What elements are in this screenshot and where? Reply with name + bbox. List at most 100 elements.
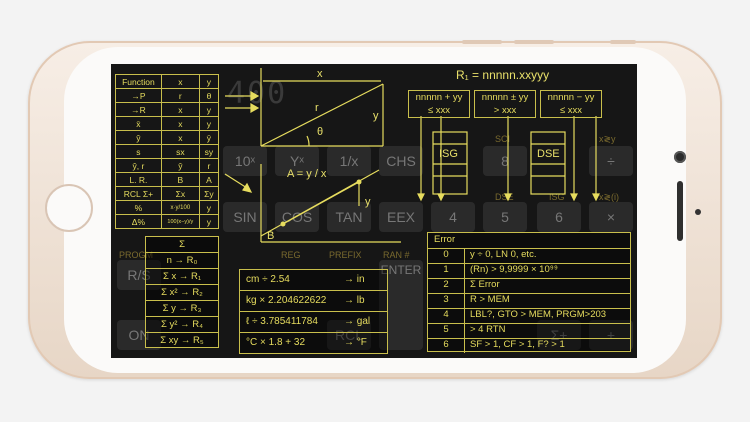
loop-box-line: ≤ xxx [427, 105, 451, 116]
key-label: SCI [495, 134, 511, 144]
conversion-row: ℓ ÷ 3.785411784 → gal [240, 312, 387, 333]
key-label: PROGM [119, 250, 154, 260]
error-row: 5 > 4 RTN [428, 323, 630, 339]
error-header-row: Error [428, 233, 630, 249]
key-5[interactable]: 5 [483, 202, 527, 232]
key-label: ISG [549, 192, 565, 202]
error-code: 4 [428, 308, 465, 323]
polar-r-label: r [315, 102, 319, 114]
regression-y-label: y [365, 196, 371, 208]
polar-y-label: y [373, 110, 379, 122]
overlay-diagrams [224, 68, 600, 243]
home-button[interactable] [45, 184, 93, 232]
error-code: 6 [428, 338, 465, 353]
key-label: x≷y [599, 134, 616, 144]
dse-label: DSE [537, 148, 560, 160]
conversion-from: ℓ ÷ 3.785411784 [246, 316, 318, 327]
conversion-to: → lb [344, 295, 365, 306]
polar-theta-label: θ [317, 126, 324, 138]
error-desc: > 4 RTN [470, 324, 506, 335]
key-10x[interactable]: 10ˣ [223, 146, 267, 176]
proximity-sensor [695, 209, 701, 215]
conversion-row: °C × 1.8 + 32 → °F [240, 333, 387, 353]
key-chs[interactable]: CHS [379, 146, 423, 176]
key-plus[interactable]: + [589, 320, 633, 350]
loop-box-line: nnnnn + yy [415, 92, 463, 103]
register-title: R₁ = nnnnn.xxyyy [456, 68, 550, 82]
loop-box-line: nnnnn − yy [547, 92, 595, 103]
key-reciprocal[interactable]: 1/x [327, 146, 371, 176]
error-table: Error 0 y ÷ 0, LN 0, etc. 1 (Rn) > 9,9999 … [427, 232, 631, 353]
key-enter[interactable]: ENTER [379, 260, 423, 350]
sigma-row: n → R₀ [146, 253, 218, 269]
error-row: 2 Σ Error [428, 278, 630, 294]
error-desc: R > MEM [470, 294, 510, 305]
error-code: 1 [428, 263, 465, 278]
error-desc: Σ Error [470, 279, 500, 290]
key-tan[interactable]: TAN [327, 202, 371, 232]
key-label: PREFIX [329, 250, 362, 260]
error-row: 6 SF > 1, CF > 1, F? > 1 [428, 338, 630, 353]
error-row: 0 y ÷ 0, LN 0, etc. [428, 248, 630, 264]
error-code: 3 [428, 293, 465, 308]
sigma-table: Σ n → R₀ Σ x → R₁ Σ x² → R₂ Σ y → R₃ Σ y… [145, 236, 219, 348]
error-desc: y ÷ 0, LN 0, etc. [470, 249, 537, 260]
app-screen: 10ˣ Yˣ 1/x CHS 8 ÷ SIN COS TAN EEX 4 5 6… [111, 64, 637, 358]
conversion-to: → in [344, 274, 365, 285]
conversion-from: kg × 2.204622622 [246, 295, 327, 306]
volume-button [462, 40, 502, 44]
loop-box-line: > xxx [493, 105, 517, 116]
table-cell: Δ% [115, 214, 162, 229]
volume-button [514, 40, 554, 44]
sigma-row: Σ x → R₁ [146, 269, 218, 285]
key-label: RAN # [383, 250, 410, 260]
key-6[interactable]: 6 [537, 202, 581, 232]
conversion-from: °C × 1.8 + 32 [246, 337, 306, 348]
isg-label: ISG [439, 148, 458, 160]
regression-formula: A = y / x [287, 168, 327, 180]
key-label: x≷(i) [599, 192, 620, 202]
power-button [610, 40, 636, 44]
key-eex[interactable]: EEX [379, 202, 423, 232]
polar-x-label: x [317, 68, 323, 80]
error-row: 3 R > MEM [428, 293, 630, 309]
table-cell: y [198, 116, 220, 131]
sigma-header: Σ [146, 237, 218, 253]
key-rcl[interactable]: RCL [327, 320, 371, 350]
key-yx[interactable]: Yˣ [275, 146, 319, 176]
earpiece-speaker [677, 181, 683, 241]
sigma-row: Σ x² → R₂ [146, 285, 218, 301]
key-8[interactable]: 8 [483, 146, 527, 176]
error-row: 1 (Rn) > 9,9999 × 10⁹⁹ [428, 263, 630, 279]
loop-box: nnnnn ± yy > xxx [474, 90, 536, 118]
error-code: 2 [428, 278, 465, 293]
regression-b-label: B [267, 230, 275, 242]
conversion-table: cm ÷ 2.54 → in kg × 2.204622622 → lb ℓ ÷ 3… [239, 269, 388, 354]
sigma-row: Σ xy → R₅ [160, 335, 204, 346]
conversion-to: → gal [344, 316, 371, 327]
display-readout: 400 [227, 76, 288, 111]
key-sin[interactable]: SIN [223, 202, 267, 232]
key-label: REG [281, 250, 301, 260]
sigma-row: Σ y² → R₄ [146, 317, 218, 333]
front-camera [674, 151, 686, 163]
key-multiply[interactable]: × [589, 202, 633, 232]
error-code: 0 [428, 248, 465, 263]
conversion-row: cm ÷ 2.54 → in [240, 270, 387, 291]
key-sigma-plus[interactable]: Σ+ [537, 320, 581, 350]
error-header: Error [434, 234, 456, 245]
table-cell: y [198, 214, 220, 229]
table-cell: r [198, 158, 220, 173]
loop-box-line: nnnnn ± yy [481, 92, 529, 103]
error-desc: (Rn) > 9,9999 × 10⁹⁹ [470, 264, 558, 275]
error-code: 5 [428, 323, 465, 338]
loop-box-line: ≤ xxx [559, 105, 583, 116]
conversion-to: → °F [344, 337, 367, 348]
key-label: DSE [495, 192, 514, 202]
key-4[interactable]: 4 [431, 202, 475, 232]
error-desc: SF > 1, CF > 1, F? > 1 [470, 339, 565, 350]
loop-box: nnnnn + yy ≤ xxx [408, 90, 470, 118]
conversion-from: cm ÷ 2.54 [246, 274, 290, 285]
